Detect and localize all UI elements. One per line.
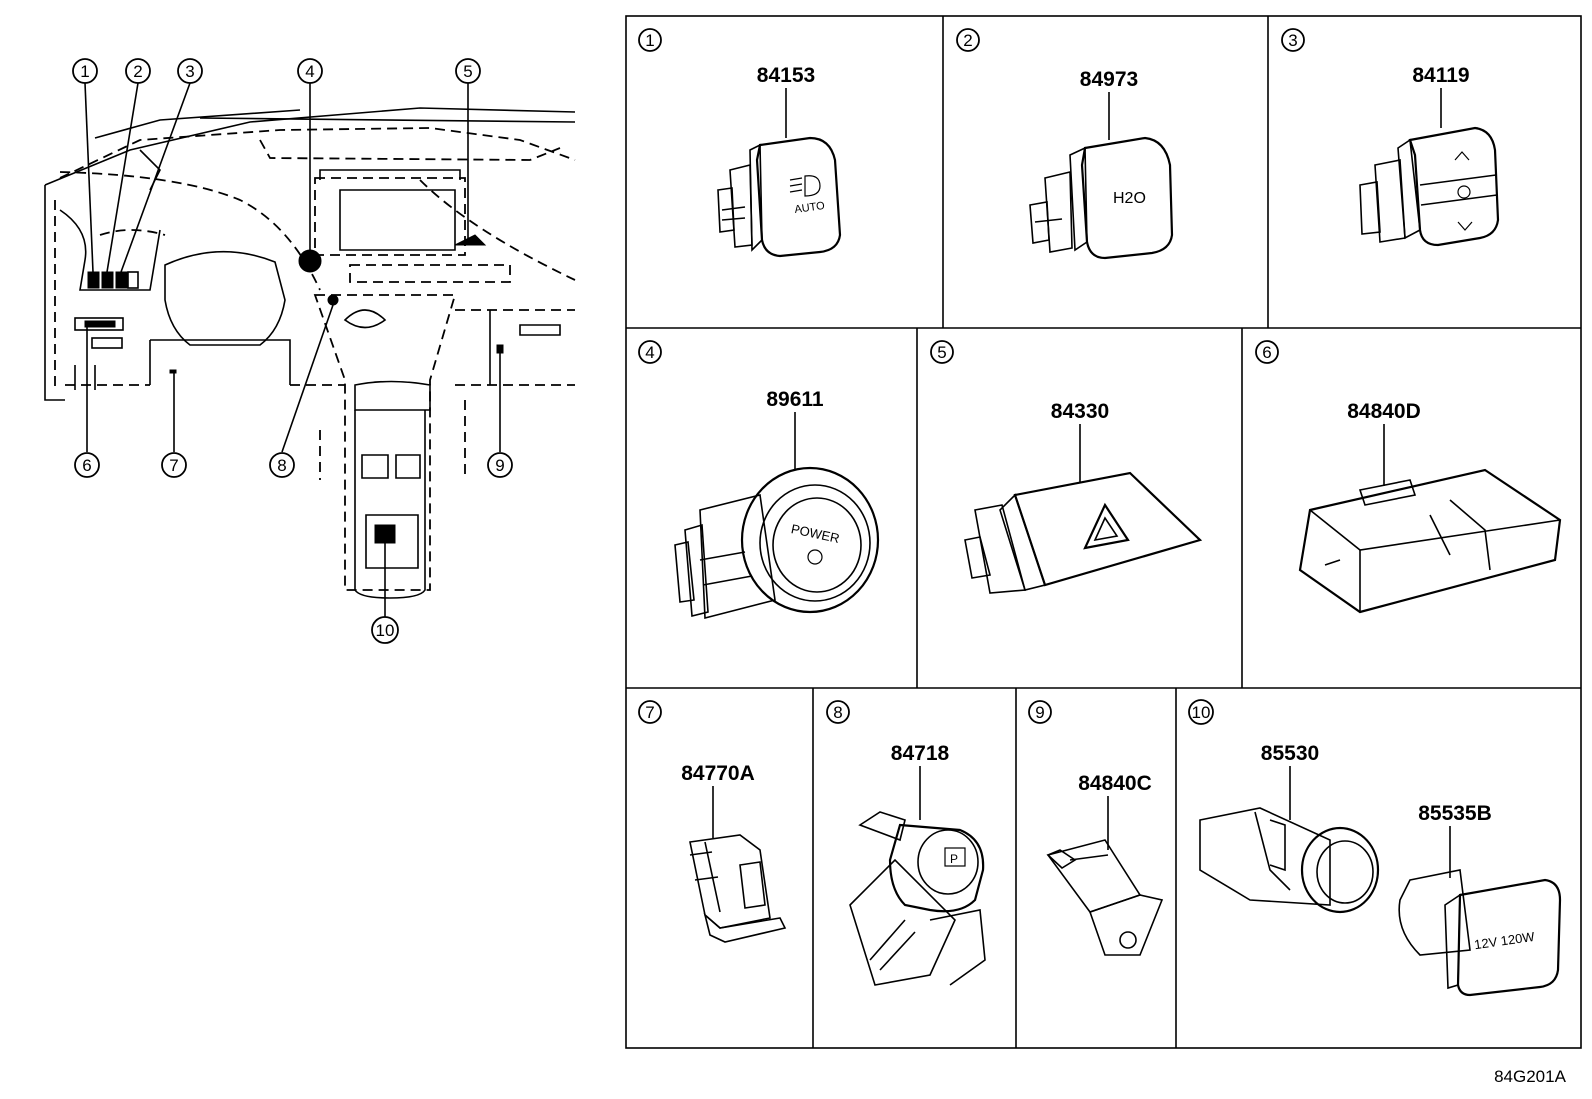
callout-8: 8 [269, 452, 295, 478]
callout-3: 3 [177, 58, 203, 84]
part-number-84840C: 84840C [1078, 772, 1152, 795]
panel-5: 5 84330 [930, 340, 1203, 594]
switch-part-84330 [964, 471, 1203, 594]
callout-1: 1 [72, 58, 98, 84]
switch-part-84119 [1359, 126, 1500, 247]
switch-part-84840D [1298, 468, 1562, 614]
switch-part-84770A [689, 834, 787, 943]
svg-text:6: 6 [1262, 343, 1271, 362]
svg-text:6: 6 [82, 456, 91, 475]
panel-9: 9 84840C [1028, 700, 1164, 956]
svg-text:9: 9 [1035, 703, 1044, 722]
svg-text:1: 1 [80, 62, 89, 81]
svg-text:8: 8 [833, 703, 842, 722]
parts-grid [625, 15, 1582, 1049]
part-number-84973: 84973 [1080, 68, 1138, 91]
socket-part-85530 [1199, 807, 1380, 914]
svg-text:7: 7 [645, 703, 654, 722]
switch-4-marker [298, 249, 322, 273]
switch-1-marker [87, 271, 100, 289]
svg-text:10: 10 [376, 621, 395, 640]
p-label: P [950, 852, 958, 866]
callout-6: 6 [74, 452, 100, 478]
svg-text:4: 4 [645, 343, 654, 362]
part-number-85535B: 85535B [1418, 802, 1492, 825]
socket-rating-label: 12V 120W [1473, 929, 1536, 952]
svg-text:1: 1 [645, 31, 654, 50]
switch-2-marker [101, 271, 114, 289]
switch-9-marker [496, 344, 504, 354]
power-label: POWER [790, 521, 841, 546]
svg-text:4: 4 [305, 62, 314, 81]
switch-10-marker [374, 524, 396, 544]
callout-7: 7 [161, 452, 187, 478]
auto-label: AUTO [794, 200, 826, 216]
svg-text:7: 7 [169, 456, 178, 475]
switch-part-89611: POWER [674, 466, 880, 620]
switch-part-84153: AUTO [717, 136, 842, 258]
svg-text:5: 5 [463, 62, 472, 81]
svg-text:10: 10 [1192, 703, 1211, 722]
callout-4: 4 [297, 58, 323, 84]
panel-4: 4 89611 POWER [638, 340, 880, 620]
part-number-85530: 85530 [1261, 742, 1319, 765]
svg-text:3: 3 [1288, 31, 1297, 50]
callout-9: 9 [487, 452, 513, 478]
switch-5-marker [454, 234, 487, 246]
switch-part-84718: P [849, 811, 986, 986]
switch-part-84840C [1046, 839, 1164, 956]
callout-5: 5 [455, 58, 481, 84]
switch-6-marker [84, 320, 116, 328]
switch-part-84973: H2O [1029, 136, 1174, 260]
svg-text:2: 2 [963, 31, 972, 50]
switch-7-marker [169, 369, 177, 374]
panel-2: 2 84973 H2O [956, 28, 1174, 260]
callout-2: 2 [125, 58, 151, 84]
svg-text:3: 3 [185, 62, 194, 81]
callout-10: 10 [371, 616, 399, 644]
part-number-89611: 89611 [766, 388, 824, 411]
svg-text:2: 2 [133, 62, 142, 81]
panel-8: 8 84718 P [826, 700, 986, 986]
svg-text:5: 5 [937, 343, 946, 362]
panel-3: 3 84119 [1281, 28, 1500, 247]
panel-10: 10 85530 85535B 12V 120W [1188, 699, 1562, 997]
switch-3-marker [115, 271, 128, 289]
panel-7: 7 84770A [638, 700, 787, 943]
part-number-84330: 84330 [1051, 400, 1109, 423]
h2o-label: H2O [1113, 190, 1146, 207]
dashboard-overview: 1 2 3 4 5 6 7 8 9 10 [44, 58, 576, 644]
part-number-84770A: 84770A [681, 762, 755, 785]
part-number-84718: 84718 [891, 742, 950, 765]
svg-text:9: 9 [495, 456, 504, 475]
panel-1: 1 84153 AUTO [638, 28, 842, 258]
part-number-84840D: 84840D [1347, 400, 1421, 423]
switch-part-85535B: 12V 120W [1398, 869, 1562, 997]
part-number-84153: 84153 [757, 64, 815, 87]
switch-8-marker [327, 294, 339, 306]
diagram-reference-code: 84G201A [1494, 1067, 1566, 1086]
svg-text:8: 8 [277, 456, 286, 475]
part-number-84119: 84119 [1412, 64, 1469, 87]
panel-6: 6 84840D [1255, 340, 1562, 614]
